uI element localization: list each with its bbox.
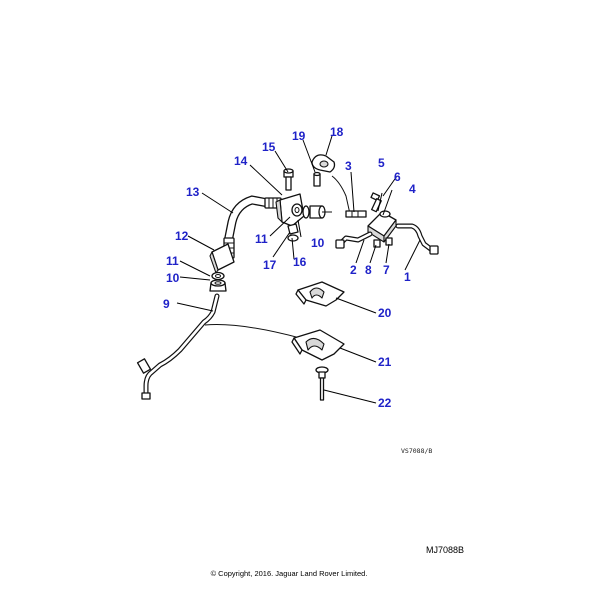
- callout-12[interactable]: 12: [175, 229, 189, 243]
- pipe-clip-20[interactable]: [295, 281, 345, 307]
- four-way-union[interactable]: [367, 211, 397, 243]
- nut-upper[interactable]: [309, 205, 332, 219]
- callout-10-lower[interactable]: 10: [166, 271, 180, 285]
- nut-lower[interactable]: [209, 279, 227, 292]
- callout-3[interactable]: 3: [345, 159, 352, 173]
- callout-16[interactable]: 16: [293, 255, 307, 269]
- reference-code: VS7088/B: [401, 447, 432, 455]
- callout-1[interactable]: 1: [404, 270, 411, 284]
- bolt-15[interactable]: [283, 168, 294, 191]
- callout-18[interactable]: 18: [330, 125, 344, 139]
- callout-10-upper[interactable]: 10: [311, 236, 325, 250]
- callout-numbers: 1 2 3 4 5 6 7 8 9 10 10 11 11 12 13 14 1…: [163, 125, 416, 410]
- brake-pipe-left[interactable]: [136, 293, 220, 400]
- leader-lines: [176, 135, 421, 404]
- brake-pipe-2[interactable]: [335, 231, 373, 249]
- callout-6[interactable]: 6: [394, 170, 401, 184]
- pipe-nut-7[interactable]: [385, 237, 393, 246]
- screw-19[interactable]: [313, 171, 321, 187]
- callout-20[interactable]: 20: [378, 306, 392, 320]
- callout-19[interactable]: 19: [292, 129, 306, 143]
- callout-9[interactable]: 9: [163, 297, 170, 311]
- clip-18[interactable]: [311, 154, 336, 173]
- diagram-code: MJ7088B: [426, 545, 464, 555]
- callout-4[interactable]: 4: [409, 182, 416, 196]
- flexible-hose[interactable]: [223, 195, 282, 259]
- washer-6[interactable]: [379, 210, 391, 218]
- rear-brake-pipe: [204, 324, 301, 339]
- pipe-nut-8[interactable]: [373, 239, 381, 248]
- screw-22[interactable]: [315, 366, 329, 401]
- brake-pipe-1[interactable]: [395, 223, 439, 255]
- callout-21[interactable]: 21: [378, 355, 392, 369]
- brake-pipe-3[interactable]: [331, 175, 367, 218]
- copyright-notice: © Copyright, 2016. Jaguar Land Rover Lim…: [211, 569, 368, 578]
- callout-14[interactable]: 14: [234, 154, 248, 168]
- callout-8[interactable]: 8: [365, 263, 372, 277]
- callout-5[interactable]: 5: [378, 156, 385, 170]
- callout-15[interactable]: 15: [262, 140, 276, 154]
- clip-16-17[interactable]: [287, 223, 299, 242]
- pipe-clip-21[interactable]: [291, 329, 345, 361]
- hose-bracket-lower[interactable]: [209, 243, 235, 274]
- callout-22[interactable]: 22: [378, 396, 392, 410]
- callout-13[interactable]: 13: [186, 185, 200, 199]
- washer-upper[interactable]: [302, 205, 310, 219]
- callout-17[interactable]: 17: [263, 258, 277, 272]
- callout-11-lower[interactable]: 11: [166, 254, 179, 268]
- callout-2[interactable]: 2: [350, 263, 357, 277]
- callout-7[interactable]: 7: [383, 263, 390, 277]
- callout-11-upper[interactable]: 11: [255, 232, 268, 246]
- washer-lower[interactable]: [211, 271, 225, 281]
